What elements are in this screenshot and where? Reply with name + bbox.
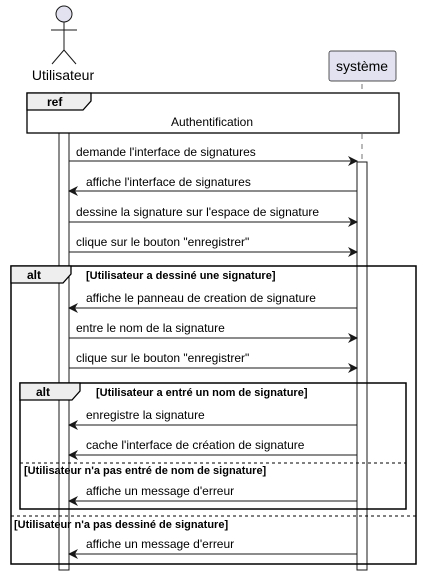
message-label: enregistre la signature [86,408,205,422]
alt-inner-tag: alt [36,385,50,399]
alt-inner-frame: alt [Utilisateur a entré un nom de signa… [19,382,407,510]
alt-outer-condition: [Utilisateur a dessiné une signature] [86,270,276,282]
alt-inner-else-condition: [Utilisateur n'a pas entré de nom de sig… [24,465,267,477]
message-label: clique sur le bouton "enregistrer" [76,235,249,249]
alt-inner-condition: [Utilisateur a entré un nom de signature… [96,387,308,399]
message-label: cache l'interface de création de signatu… [86,438,305,452]
actor-name: Utilisateur [32,67,95,83]
message-label: affiche un message d'erreur [86,537,234,551]
message-label: clique sur le bouton "enregistrer" [76,351,249,365]
alt-outer-else-condition: [Utilisateur n'a pas dessiné de signatur… [14,519,228,531]
message-erreur-signature: affiche un message d'erreur [68,537,357,559]
message-entre-nom: entre le nom de la signature [69,321,358,343]
ref-text: Authentification [171,115,253,129]
actor-icon [51,5,77,65]
message-erreur-nom: affiche un message d'erreur [68,484,357,506]
system-participant-box [328,50,397,82]
message-label: demande l'interface de signatures [76,145,256,159]
message-dessine-signature: dessine la signature sur l'espace de sig… [69,205,358,227]
alt-outer-tag: alt [27,268,41,282]
message-cache-interface: cache l'interface de création de signatu… [68,438,357,460]
message-label: entre le nom de la signature [76,321,225,335]
message-affiche-panneau: affiche le panneau de creation de signat… [68,291,357,313]
message-label: affiche le panneau de creation de signat… [86,291,316,305]
ref-tag: ref [47,95,63,109]
alt-outer-frame: alt [Utilisateur a dessiné une signature… [10,265,417,565]
message-label: affiche l'interface de signatures [86,175,251,189]
system-name: système [336,58,388,74]
actor-activation-bar [58,111,70,571]
message-clique-enregistrer-1: clique sur le bouton "enregistrer" [69,235,358,257]
message-clique-enregistrer-2: clique sur le bouton "enregistrer" [69,351,358,373]
message-label: dessine la signature sur l'espace de sig… [76,205,319,219]
message-label: affiche un message d'erreur [86,484,234,498]
message-affiche-interface: affiche l'interface de signatures [68,175,357,196]
message-demande-interface: demande l'interface de signatures [69,145,358,166]
message-enregistre-signature: enregistre la signature [68,408,357,430]
ref-frame: ref Authentification [26,92,400,134]
